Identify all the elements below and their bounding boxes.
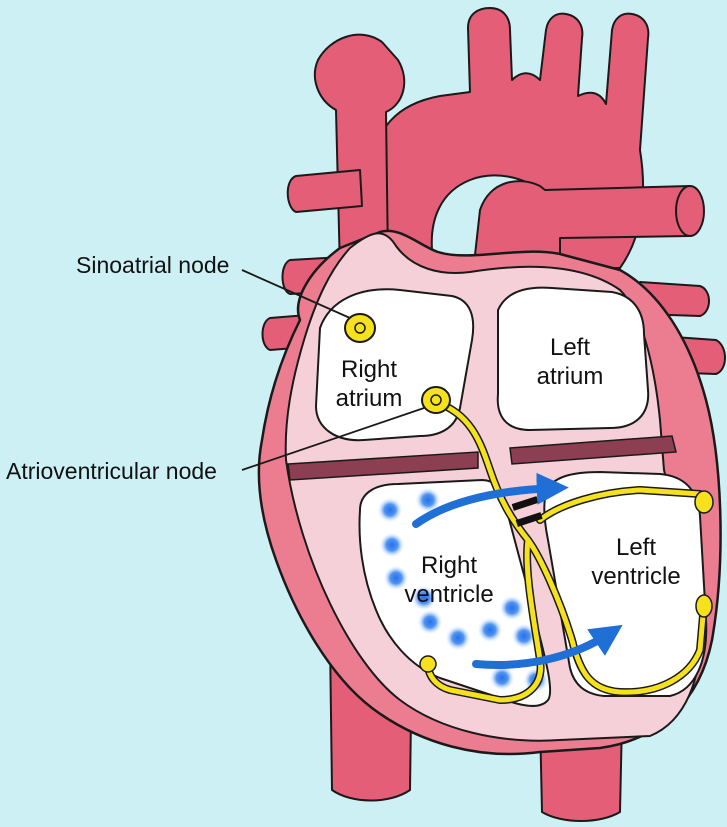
right-atrium-label-line1: Right xyxy=(341,356,397,383)
impulse-dot xyxy=(499,595,525,621)
impulse-dot xyxy=(477,617,503,643)
pulmonary-vein-left-1 xyxy=(288,170,362,212)
atrioventricular-node-core xyxy=(431,395,441,405)
purkinje-end xyxy=(420,656,436,672)
left-ventricle-label-line2: ventricle xyxy=(591,563,680,590)
sinoatrial-node-label: Sinoatrial node xyxy=(76,252,229,278)
right-ventricle-label-line1: Right xyxy=(421,552,477,579)
left-atrium-label-line2: atrium xyxy=(537,363,604,390)
right-ventricle-label-line2: ventricle xyxy=(404,581,493,608)
impulse-dot xyxy=(379,532,405,558)
impulse-dot xyxy=(377,497,403,523)
impulse-dot xyxy=(445,625,471,651)
purkinje-end xyxy=(696,595,712,617)
left-atrium-label-line1: Left xyxy=(550,334,590,361)
sinoatrial-node-core xyxy=(355,323,365,333)
pulmonary-artery-end xyxy=(676,186,704,236)
left-ventricle-label-line1: Left xyxy=(616,534,656,561)
right-atrium-label-line2: atrium xyxy=(336,385,403,412)
impulse-dot xyxy=(417,609,443,635)
atrioventricular-node-label: Atrioventricular node xyxy=(6,458,217,484)
purkinje-end xyxy=(695,491,713,513)
